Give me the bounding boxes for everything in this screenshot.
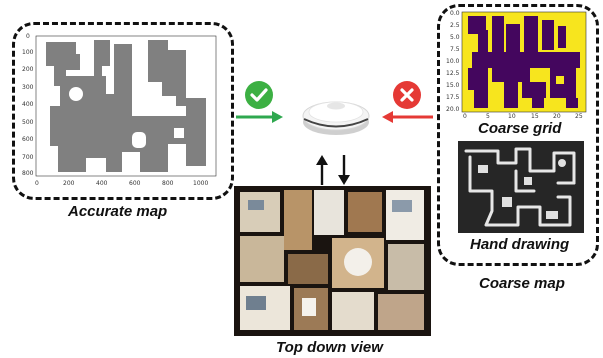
coarse-map-box	[437, 4, 599, 266]
hand-drawing-image	[458, 141, 584, 233]
accurate-map-ytick: 800	[22, 170, 34, 177]
accurate-map-ytick: 500	[22, 119, 34, 126]
cross-circle-icon	[393, 81, 421, 109]
check-circle-icon	[245, 81, 273, 109]
coarse-grid-ytick: 7.5	[450, 46, 460, 53]
accurate-map-ytick: 100	[22, 49, 34, 56]
accurate-map-ytick: 200	[22, 66, 34, 73]
coarse-grid-ytick: 20.0	[446, 106, 460, 113]
coarse-grid-xtick: 10	[508, 113, 516, 120]
accurate-map-xtick: 200	[63, 180, 75, 187]
accurate-map-box	[12, 22, 234, 200]
coarse-grid-xtick: 25	[575, 113, 583, 120]
coarse-grid-ytick: 0.0	[450, 10, 460, 17]
coarse-grid-xtick: 20	[553, 113, 561, 120]
green-arrow-icon	[236, 111, 283, 123]
coarse-map-caption: Coarse map	[479, 275, 565, 292]
down-arrow-icon	[338, 155, 350, 185]
accurate-map-xtick: 800	[162, 180, 174, 187]
accurate-map-ytick: 600	[22, 136, 34, 143]
accurate-map-xtick: 400	[96, 180, 108, 187]
up-arrow-icon	[316, 155, 328, 185]
accurate-map-xtick: 1000	[193, 180, 209, 187]
coarse-grid-plot	[461, 11, 587, 113]
coarse-grid-ytick: 15.0	[446, 82, 460, 89]
accurate-map-ytick: 400	[22, 101, 34, 108]
top-down-view-caption: Top down view	[276, 339, 383, 356]
coarse-grid-ytick: 2.5	[450, 22, 460, 29]
coarse-grid-xtick: 5	[486, 113, 490, 120]
coarse-grid-ytick: 10.0	[446, 58, 460, 65]
accurate-map-xtick: 0	[35, 180, 39, 187]
coarse-grid-ytick: 17.5	[446, 94, 460, 101]
coarse-grid-ytick: 5.0	[450, 34, 460, 41]
accurate-map-xtick: 600	[129, 180, 141, 187]
red-arrow-icon	[382, 111, 433, 123]
coarse-grid-caption: Coarse grid	[478, 120, 562, 137]
hand-drawing-caption: Hand drawing	[470, 236, 570, 253]
accurate-map-caption: Accurate map	[68, 203, 168, 220]
robot-vacuum-icon	[302, 101, 370, 135]
top-down-view-image	[234, 186, 431, 336]
coarse-grid-ytick: 12.5	[446, 70, 460, 77]
accurate-map-ytick: 0	[26, 33, 30, 40]
accurate-map-plot	[35, 35, 217, 177]
coarse-grid-xtick: 0	[463, 113, 467, 120]
accurate-map-ytick: 700	[22, 154, 34, 161]
accurate-map-ytick: 300	[22, 84, 34, 91]
coarse-grid-xtick: 15	[531, 113, 539, 120]
